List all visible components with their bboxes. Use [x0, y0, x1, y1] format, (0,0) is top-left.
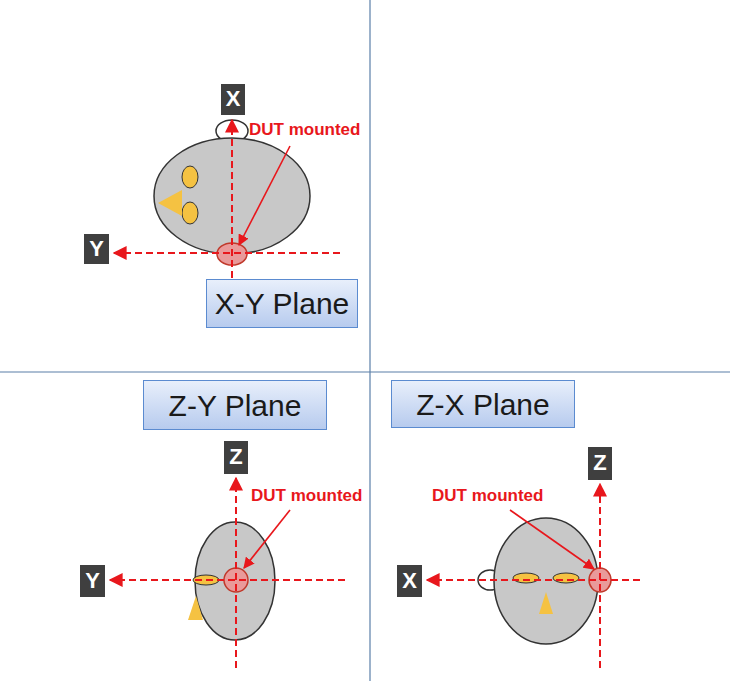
axis-label-box: Z	[224, 441, 248, 474]
axis-name: Y	[85, 569, 100, 593]
axis-name: Z	[229, 445, 242, 469]
callout-label: DUT mounted	[249, 121, 360, 140]
axis-line	[114, 252, 340, 254]
axis-line	[427, 579, 640, 581]
plane-title: X-Y Plane	[215, 287, 350, 320]
callout-label: DUT mounted	[432, 487, 543, 506]
plane-title-box: Z-Y Plane	[143, 380, 327, 430]
plane-title-box: X-Y Plane	[206, 279, 358, 328]
axis-label-box: X	[397, 565, 422, 597]
axis-name: X	[226, 87, 241, 111]
leader-line	[244, 510, 290, 568]
callout-label: DUT mounted	[251, 487, 362, 506]
axis-line	[235, 478, 237, 668]
leader-line	[239, 146, 290, 245]
leader-line	[510, 510, 594, 569]
axis-name: Z	[593, 451, 606, 475]
axis-label-box: X	[221, 84, 245, 115]
plane-title-box: Z-X Plane	[391, 380, 575, 428]
axis-label-box: Y	[80, 565, 105, 597]
axis-line	[231, 120, 233, 300]
plane-title: Z-Y Plane	[169, 389, 302, 422]
axis-name: X	[402, 569, 417, 593]
axis-name: Y	[89, 237, 104, 261]
divider-line	[0, 371, 730, 372]
divider-line	[369, 0, 370, 681]
plane-title: Z-X Plane	[416, 388, 549, 421]
axis-line	[110, 579, 345, 581]
axis-label-box: Z	[588, 447, 612, 480]
axis-line	[599, 484, 601, 668]
axis-label-box: Y	[84, 234, 109, 264]
